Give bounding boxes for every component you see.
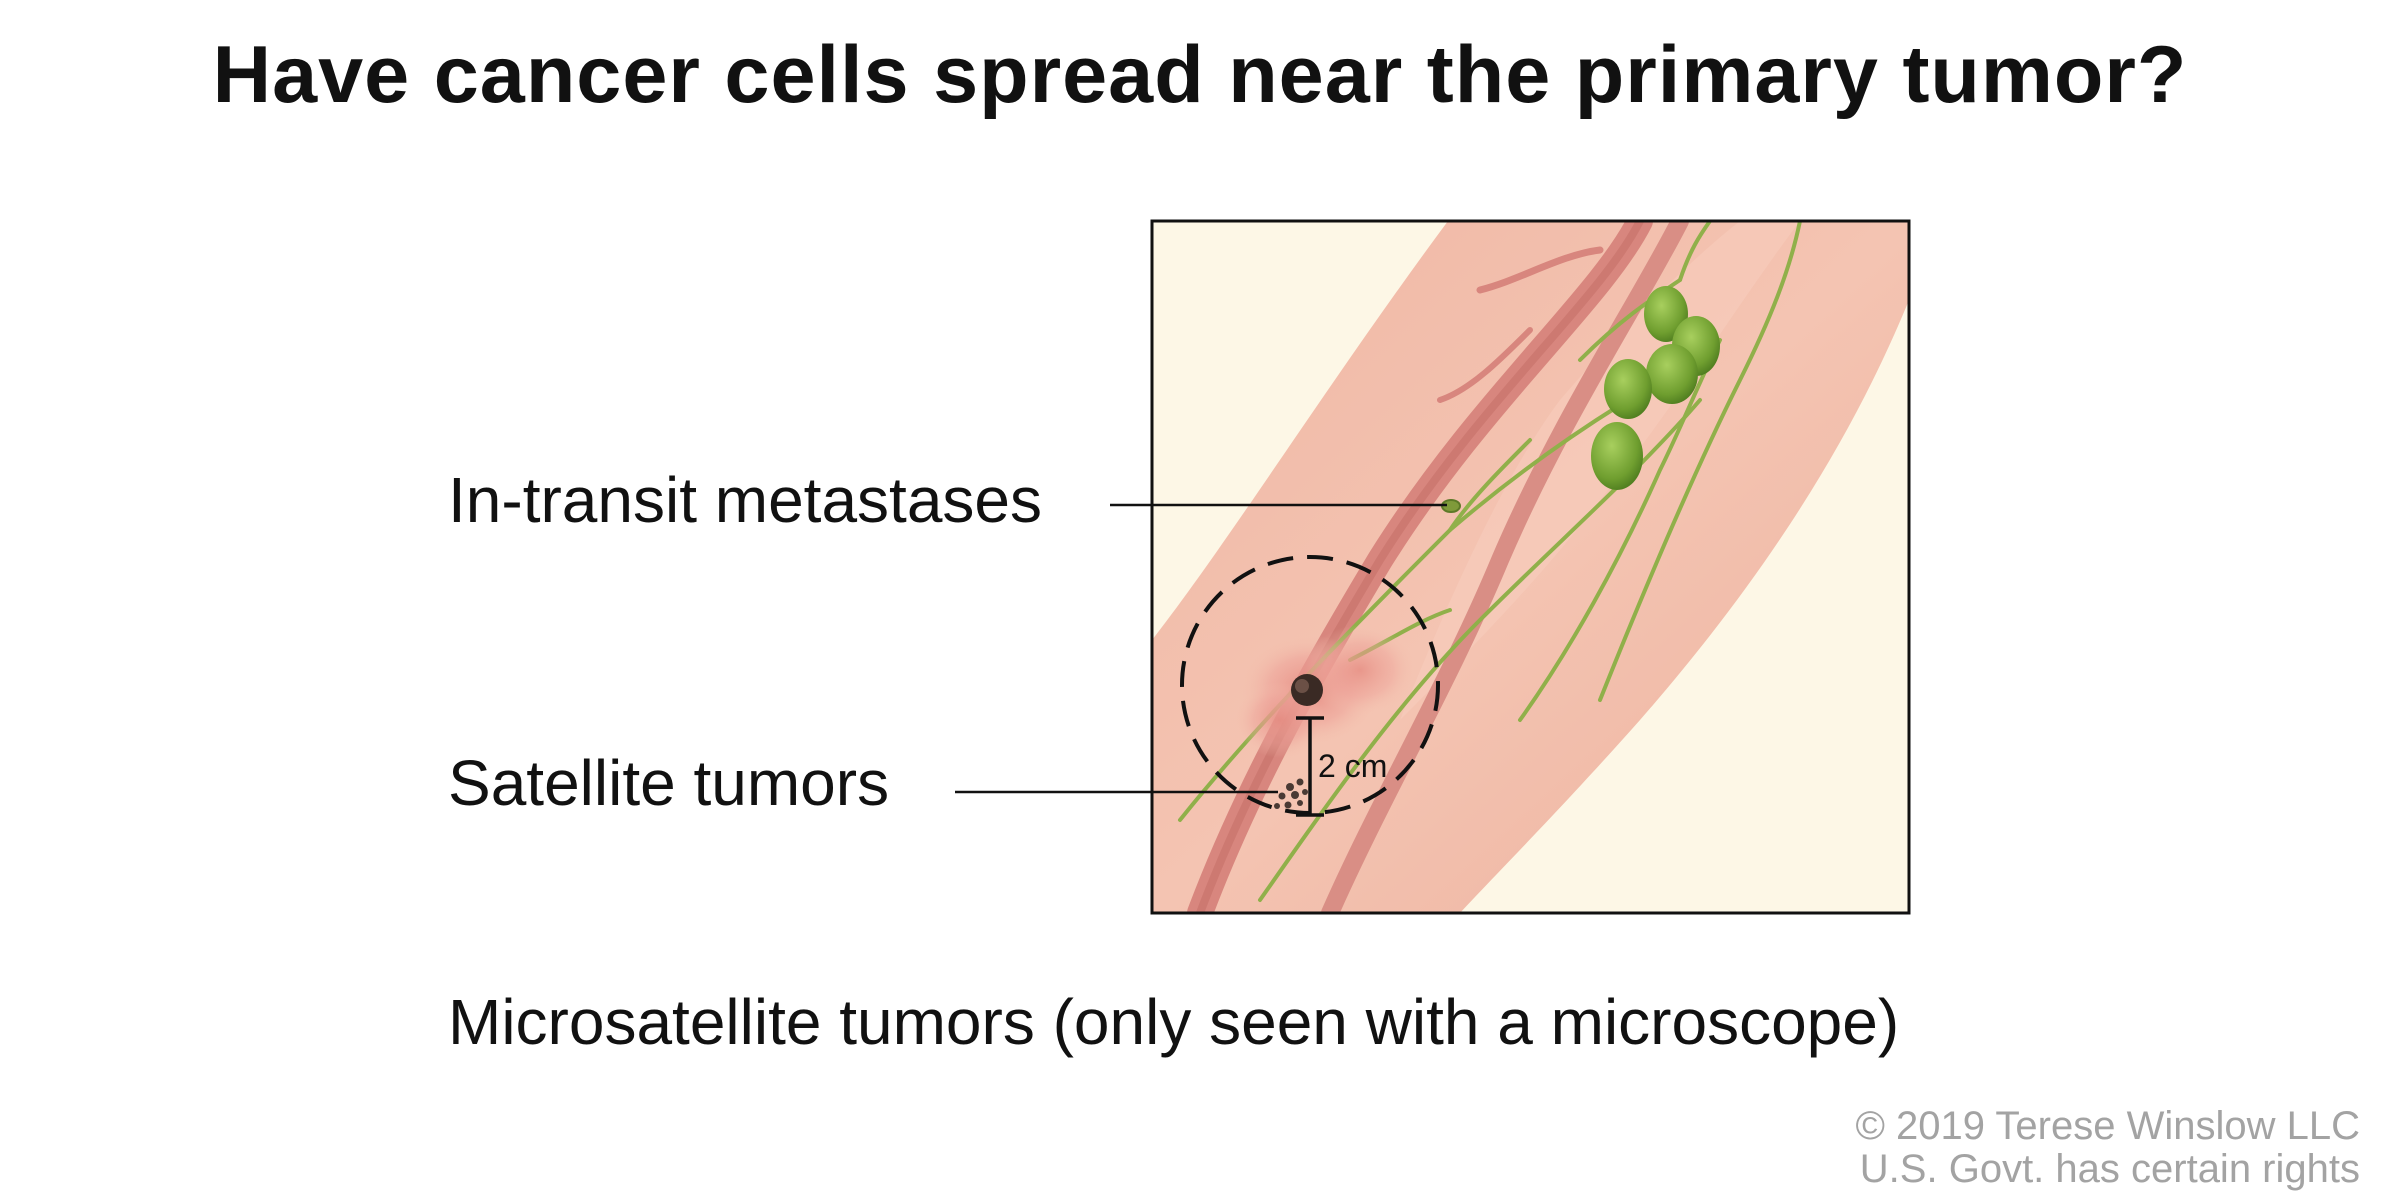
page-title: Have cancer cells spread near the primar… bbox=[212, 30, 2188, 120]
in-transit-label: In-transit metastases bbox=[448, 464, 1042, 536]
lymph-nodes bbox=[1591, 286, 1720, 490]
satellite-tumors bbox=[1274, 778, 1308, 809]
blood-vessels bbox=[1187, 221, 1689, 913]
satellite-label: Satellite tumors bbox=[448, 747, 890, 819]
vessel-main-shade bbox=[1196, 221, 1644, 913]
vessel-second bbox=[1321, 221, 1689, 913]
distance-label: 2 cm bbox=[1318, 748, 1387, 784]
lymph-node bbox=[1591, 422, 1643, 490]
copyright-credit: © 2019 Terese Winslow LLC U.S. Govt. has… bbox=[1660, 1105, 2360, 1191]
distance-marker bbox=[1296, 716, 1324, 817]
microsatellite-label: Microsatellite tumors (only seen with a … bbox=[448, 986, 1900, 1058]
anatomy-panel: 2 cm bbox=[1150, 219, 1911, 915]
lymph-node bbox=[1604, 359, 1652, 419]
credit-line-1: © 2019 Terese Winslow LLC bbox=[1855, 1104, 2360, 1148]
vessel-branch-top bbox=[1476, 246, 1604, 294]
lymph-node bbox=[1646, 344, 1698, 404]
credit-line-2: U.S. Govt. has certain rights bbox=[1859, 1147, 2360, 1191]
primary-tumor-area bbox=[1235, 625, 1415, 758]
vessel-branch-left bbox=[1437, 327, 1533, 403]
panel-border bbox=[1150, 219, 1911, 915]
